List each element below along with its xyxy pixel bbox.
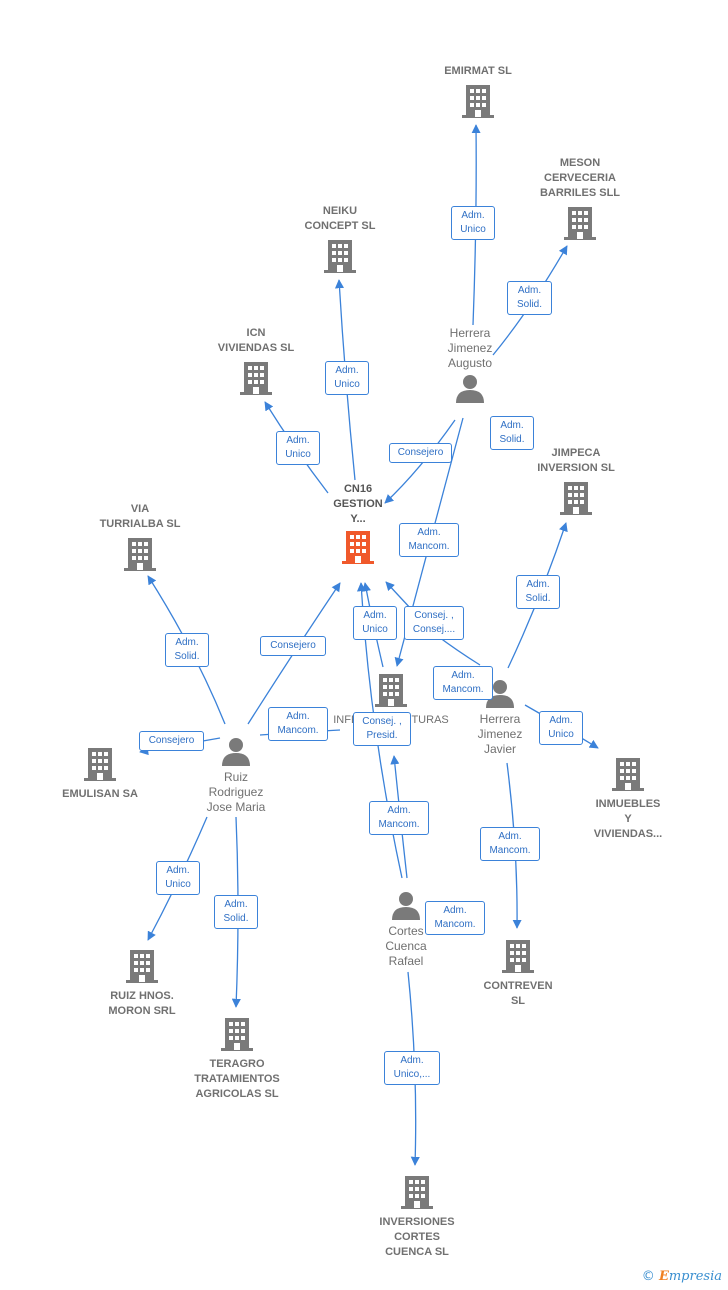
company-contreven[interactable]: CONTREVEN SL — [468, 938, 568, 1009]
company-label: VIA TURRIALBA SL — [99, 503, 181, 530]
person-cortes-cuenca[interactable]: Cortes Cuenca Rafael — [370, 890, 442, 969]
building-icon — [502, 940, 534, 973]
building-icon — [240, 362, 272, 395]
building-icon — [124, 538, 156, 571]
role-badge: Consej. , Consej.... — [404, 606, 464, 640]
role-badge: Adm. Solid. — [507, 281, 552, 315]
person-herrera-augusto[interactable]: Herrera Jimenez Augusto — [432, 326, 508, 407]
person-herrera-javier[interactable]: Herrera Jimenez Javier — [462, 678, 538, 757]
role-badge: Adm. Unico — [325, 361, 369, 395]
building-icon — [126, 950, 158, 983]
role-badge: Adm. Unico — [539, 711, 583, 745]
company-via[interactable]: VIA TURRIALBA SL — [88, 502, 192, 577]
company-label: CONTREVEN SL — [483, 980, 553, 1007]
company-label: TERAGRO TRATAMIENTOS AGRICOLAS SL — [194, 1058, 280, 1100]
person-label: Cortes Cuenca Rafael — [385, 924, 427, 968]
company-ruiz-hnos[interactable]: RUIZ HNOS. MORON SRL — [92, 948, 192, 1019]
company-label: INMUEBLES Y VIVIENDAS... — [593, 798, 663, 840]
role-badge: Adm. Solid. — [214, 895, 258, 929]
edge-augusto-cn16 — [384, 419, 456, 504]
role-badge: Adm. Mancom. — [399, 523, 459, 557]
company-inversiones-cortes[interactable]: INVERSIONES CORTES CUENCA SL — [362, 1174, 472, 1260]
role-badge: Adm. Mancom. — [480, 827, 540, 861]
company-label: RUIZ HNOS. MORON SRL — [108, 990, 176, 1017]
company-teragro[interactable]: TERAGRO TRATAMIENTOS AGRICOLAS SL — [182, 1016, 292, 1102]
role-badge: Adm. Mancom. — [369, 801, 429, 835]
person-label: Herrera Jimenez Javier — [477, 712, 523, 756]
company-inmuebles[interactable]: INMUEBLES Y VIVIENDAS... — [576, 756, 680, 842]
building-icon — [462, 85, 494, 118]
company-cn16-focus[interactable]: CN16 GESTION Y... — [318, 482, 398, 570]
role-badge: Consejero — [139, 731, 204, 751]
building-icon — [324, 240, 356, 273]
building-icon — [342, 531, 374, 564]
role-badge: Adm. Mancom. — [425, 901, 485, 935]
company-label: CN16 GESTION Y... — [333, 483, 383, 525]
role-badge: Consejero — [389, 443, 452, 463]
person-ruiz-rodriguez[interactable]: Ruiz Rodriguez Jose Maria — [196, 736, 276, 815]
company-emulisan[interactable]: EMULISAN SA — [50, 746, 150, 802]
role-badge: Adm. Mancom. — [268, 707, 328, 741]
role-badge: Adm. Unico,... — [384, 1051, 440, 1085]
building-icon — [560, 482, 592, 515]
building-icon — [375, 674, 407, 707]
company-label: NEIKU CONCEPT SL — [304, 205, 376, 232]
company-label: MESON CERVECERIA BARRILES SLL — [539, 157, 621, 199]
company-jimpeca[interactable]: JIMPECA INVERSION SL — [524, 446, 628, 521]
role-badge: Adm. Solid. — [516, 575, 560, 609]
company-neiku[interactable]: NEIKU CONCEPT SL — [290, 204, 390, 279]
brand-e: E — [658, 1269, 669, 1284]
person-icon — [392, 892, 420, 920]
person-icon — [222, 738, 250, 766]
person-icon — [456, 375, 484, 403]
person-icon — [486, 680, 514, 708]
role-badge: Adm. Unico — [276, 431, 320, 465]
company-icn[interactable]: ICN VIVIENDAS SL — [204, 326, 308, 401]
role-badge: Adm. Solid. — [165, 633, 209, 667]
role-badge: Adm. Unico — [353, 606, 397, 640]
person-label: Herrera Jimenez Augusto — [447, 326, 493, 370]
building-icon — [564, 207, 596, 240]
role-badge: Consej. , Presid. — [353, 712, 411, 746]
role-badge: Adm. Mancom. — [433, 666, 493, 700]
building-icon — [221, 1018, 253, 1051]
role-badge: Adm. Unico — [156, 861, 200, 895]
copyright-symbol: © — [641, 1269, 655, 1284]
company-label: INVERSIONES CORTES CUENCA SL — [379, 1216, 455, 1258]
building-icon — [84, 748, 116, 781]
company-label: EMIRMAT SL — [444, 65, 512, 77]
company-label: ICN VIVIENDAS SL — [217, 327, 295, 354]
brand-watermark: © Empresia — [642, 1269, 722, 1284]
person-label: Ruiz Rodriguez Jose Maria — [206, 770, 266, 814]
company-label: JIMPECA INVERSION SL — [537, 447, 615, 474]
building-icon — [612, 758, 644, 791]
company-meson[interactable]: MESON CERVECERIA BARRILES SLL — [522, 156, 638, 246]
building-icon — [401, 1176, 433, 1209]
role-badge: Adm. Solid. — [490, 416, 534, 450]
role-badge: Adm. Unico — [451, 206, 495, 240]
company-emirmat[interactable]: EMIRMAT SL — [428, 64, 528, 124]
company-label: EMULISAN SA — [62, 788, 138, 800]
brand-text: mpresia — [668, 1269, 722, 1284]
role-badge: Consejero — [260, 636, 326, 656]
